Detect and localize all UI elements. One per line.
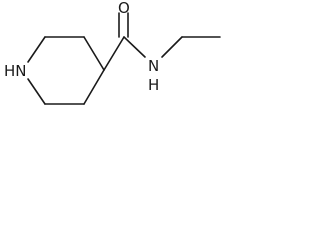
ring-bond-c3-to-c4: [83, 36, 105, 71]
carbonyl-oxygen-label: O: [118, 0, 130, 17]
bond-amide-n-to-ethyl: [161, 36, 183, 58]
bond-ring-to-carbonyl: [103, 36, 125, 71]
molecule-diagram: HN O N H: [4, 0, 221, 105]
ring-bond-n-to-c2: [27, 36, 46, 63]
amide-nitrogen-label: N: [148, 57, 159, 75]
bond-carbonyl-to-amide-n: [123, 36, 146, 58]
amide-hydrogen-label: H: [148, 76, 159, 94]
ring-bond-c6-to-n: [27, 78, 46, 105]
ring-nitrogen-label: HN: [4, 62, 27, 80]
ring-bond-c4-to-c5: [83, 69, 105, 105]
